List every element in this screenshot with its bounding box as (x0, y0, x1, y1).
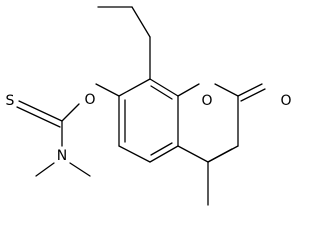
bond (35, 162, 55, 177)
bond (240, 88, 266, 102)
bond (149, 145, 179, 163)
bonds (16, 6, 266, 206)
bond (177, 83, 200, 97)
bond (61, 103, 80, 122)
bond (118, 78, 151, 97)
bond (118, 145, 151, 163)
bond (150, 142, 173, 156)
ring-oxygen-atom-label: O (201, 93, 212, 109)
bond (207, 148, 233, 163)
ether-oxygen-atom-label: O (84, 92, 95, 108)
bond (149, 78, 179, 97)
sulfur-atom-label: S (6, 93, 15, 109)
bond (150, 85, 173, 100)
atom-labels: S O O O N (6, 92, 292, 164)
bond (18, 100, 63, 122)
bond (95, 83, 120, 97)
bond (237, 83, 263, 97)
bond (214, 83, 239, 97)
bond (69, 162, 91, 177)
nitrogen-atom-label: N (57, 148, 67, 164)
molecule-diagram: S O O O N (5, 6, 292, 206)
bond (131, 6, 151, 38)
structure-drawing: S O O O N (6, 6, 292, 206)
carbonyl-oxygen-atom-label: O (280, 93, 291, 109)
bond (16, 106, 61, 128)
bond (177, 145, 209, 163)
